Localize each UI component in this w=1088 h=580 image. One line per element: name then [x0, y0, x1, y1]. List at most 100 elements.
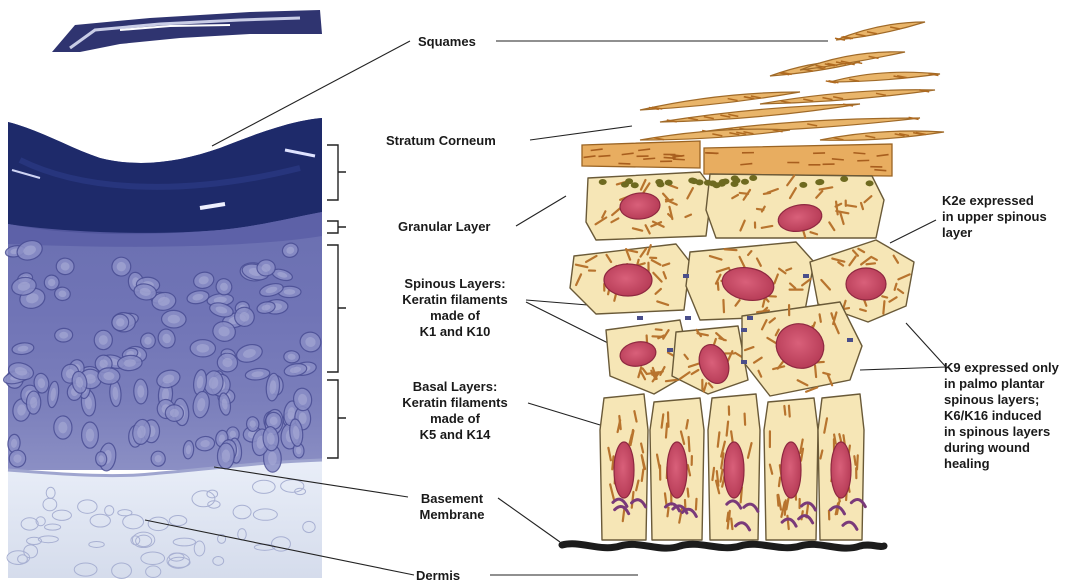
keratin-filament [666, 423, 667, 437]
corneocyte-streak [643, 158, 655, 159]
cell-nucleus [724, 442, 744, 498]
keratin-filament [653, 336, 664, 337]
bracket-stratum-corneum [327, 145, 346, 200]
squame-flake [800, 52, 905, 70]
label-stratum-corneum: Stratum Corneum [386, 133, 496, 148]
keratin-filament [784, 406, 785, 415]
keratin-filament [656, 329, 662, 330]
desmosome [667, 348, 673, 352]
micrograph-nucleolus [284, 289, 296, 295]
desmosome [847, 338, 853, 342]
label-basal-4: K5 and K14 [420, 427, 492, 442]
spinous-cells [570, 240, 914, 396]
keratin-filament [847, 205, 856, 206]
desmosome [741, 360, 747, 364]
cell-nucleus [846, 268, 886, 300]
keratohyalin-granule [741, 179, 749, 185]
keratin-filament [723, 300, 724, 312]
cell-nucleus [614, 442, 634, 498]
label-k9-4: K6/K16 induced [944, 408, 1042, 423]
label-spinous-3: made of [430, 308, 481, 323]
squames-flakes [582, 22, 944, 176]
label-spinous-1: Spinous Layers: [404, 276, 505, 291]
label-basement-1: Basement [421, 491, 484, 506]
label-granular-layer: Granular Layer [398, 219, 491, 234]
keratin-filament [612, 456, 613, 469]
label-k9-7: healing [944, 456, 990, 471]
corneocyte-streak [673, 159, 685, 160]
label-basal-2: Keratin filaments [402, 395, 507, 410]
keratin-filament [689, 437, 690, 451]
cell-nucleus [667, 442, 687, 498]
label-k9-1: K9 expressed only [944, 360, 1060, 375]
label-k2e-1: K2e expressed [942, 193, 1034, 208]
keratohyalin-granule [749, 175, 757, 181]
keratohyalin-granule [815, 179, 823, 185]
keratin-filament [778, 495, 779, 506]
desmosome [683, 274, 689, 278]
keratin-filament [779, 478, 780, 487]
keratin-filament [688, 489, 689, 497]
basal-cells [600, 394, 865, 540]
label-basement-2: Membrane [419, 507, 484, 522]
granular-cells [586, 172, 884, 240]
keratin-filament [731, 519, 732, 529]
desmosome [685, 316, 691, 320]
keratohyalin-granule [866, 180, 874, 186]
label-k9-5: in spinous layers [944, 424, 1050, 439]
keratin-filament [867, 263, 875, 264]
layer-brackets [327, 145, 346, 458]
keratin-filament [642, 469, 644, 480]
desmosome [747, 316, 753, 320]
keratin-filament [882, 296, 887, 297]
keratin-filament [666, 380, 679, 382]
corneocyte-streak [664, 157, 676, 158]
bracket-spinous [327, 245, 346, 372]
corneocyte-streak [874, 170, 886, 171]
keratin-filament [789, 406, 790, 417]
label-squames: Squames [418, 34, 476, 49]
cell-nucleus [781, 442, 801, 498]
keratohyalin-granule [799, 182, 807, 188]
label-basal-3: made of [430, 411, 481, 426]
squame-flake [830, 72, 940, 82]
bracket-granular [327, 221, 346, 233]
keratin-filament [757, 209, 763, 210]
label-k9-3: spinous layers; [944, 392, 1039, 407]
keratohyalin-granule [704, 180, 712, 186]
desmosome [803, 274, 809, 278]
keratin-filament [815, 365, 816, 377]
keratohyalin-granule [721, 179, 729, 185]
desmosome [637, 316, 643, 320]
keratohyalin-granule [621, 182, 629, 188]
keratin-filament [820, 314, 821, 321]
keratohyalin-granule [656, 181, 664, 187]
corneocyte-streak [853, 153, 865, 154]
keratin-filament [725, 249, 737, 250]
bracket-basal [327, 380, 346, 458]
keratin-filament [785, 500, 786, 514]
corneocyte-streak [832, 159, 844, 160]
keratin-filament [667, 508, 668, 517]
label-k2e-2: in upper spinous [942, 209, 1047, 224]
corneocyte-streak [598, 156, 610, 157]
micrograph [2, 10, 323, 578]
corneocyte [582, 141, 700, 168]
keratin-filament [834, 435, 836, 444]
desmosome [741, 328, 747, 332]
keratohyalin-granule [665, 180, 673, 186]
keratin-filament [745, 414, 746, 425]
keratin-filament [854, 456, 855, 465]
basement-membrane-line [562, 544, 884, 548]
keratohyalin-granule [731, 175, 739, 181]
keratin-filament [686, 420, 688, 428]
label-dermis: Dermis [416, 568, 460, 580]
keratohyalin-granule [690, 178, 698, 184]
keratin-filament [718, 282, 719, 289]
keratin-filament [883, 301, 884, 313]
keratohyalin-granule [631, 182, 639, 188]
keratohyalin-granule [599, 179, 607, 185]
label-k9-6: during wound [944, 440, 1030, 455]
keratohyalin-granule [840, 176, 848, 182]
